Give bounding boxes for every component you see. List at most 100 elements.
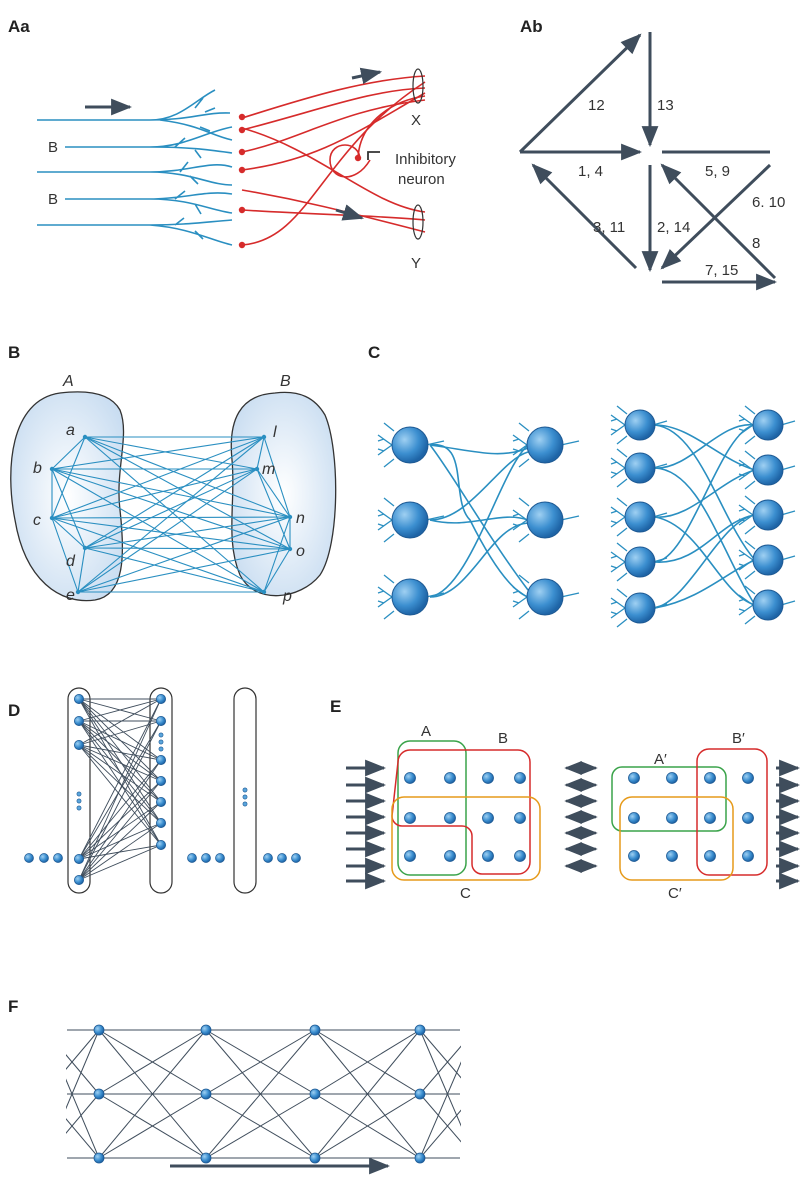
dendrite (738, 540, 756, 580)
node (261, 434, 267, 440)
assembly-b (391, 749, 531, 875)
lattice-neuron (93, 1088, 105, 1100)
edge (77, 548, 291, 593)
group-label-a: A (62, 373, 74, 390)
node (287, 514, 293, 520)
node-label-d: d (66, 553, 76, 570)
edge (256, 436, 265, 470)
dendrite (512, 497, 530, 543)
diagonal (205, 1093, 316, 1159)
dendrite (610, 542, 628, 582)
assembly-a-prime (611, 766, 727, 832)
panel-label-e: E (330, 697, 341, 716)
layer-neuron (155, 694, 166, 705)
panel-label-ab: Ab (520, 17, 543, 36)
flow-arrow-y (335, 204, 365, 221)
edge (77, 468, 258, 593)
diagonal (98, 1029, 207, 1095)
assembly-neuron (666, 772, 678, 784)
edge (263, 548, 291, 593)
synapse-line (78, 744, 162, 782)
node-label-c: c (33, 512, 41, 529)
panel-label-aa: Aa (8, 17, 30, 36)
edge-label-13: 13 (657, 97, 674, 114)
synapse-dots (238, 113, 362, 249)
dendrite (610, 405, 628, 445)
ellipsis-dot (158, 746, 164, 752)
e-arrows (346, 759, 801, 890)
panel-ab: Ab 12 13 1, 4 5, 9 6. 10 3, 11 2, 14 8 7… (518, 17, 785, 291)
edge (51, 436, 265, 470)
diagonal (314, 1029, 421, 1095)
edge (51, 436, 265, 519)
neuron (526, 426, 564, 464)
lattice-neuron (414, 1088, 426, 1100)
axon-stub (560, 440, 580, 446)
axon-terminals (149, 89, 233, 246)
synapse-line (78, 698, 162, 782)
assembly-neuron (514, 772, 526, 784)
ellipsis-dot (76, 798, 82, 804)
assembly-neuron (482, 772, 494, 784)
edge (51, 517, 86, 549)
ellipsis-dot (201, 853, 211, 863)
assembly-neuron (704, 772, 716, 784)
edge-label-5-9: 5, 9 (705, 163, 730, 180)
edge (51, 517, 79, 593)
edge (77, 547, 86, 593)
synapse-line (78, 759, 162, 881)
panel-label-d: D (8, 701, 20, 720)
edge (256, 468, 291, 550)
edge (84, 547, 265, 593)
edge (84, 547, 291, 550)
node (82, 434, 88, 440)
layer-neuron (74, 875, 85, 886)
panel-e: E A B C A′ B′ C′ (330, 697, 801, 902)
synapse-line (78, 720, 162, 761)
assembly-neuron (704, 812, 716, 824)
panel-aa: Aa (8, 17, 456, 272)
edge-label-7-15: 7, 15 (705, 262, 738, 279)
axon-stub (560, 592, 580, 598)
axon-stub (560, 515, 580, 521)
assembly-neuron (742, 772, 754, 784)
node-label-e: e (66, 587, 75, 604)
node-label-p: p (282, 588, 292, 605)
diagonal (205, 1029, 316, 1159)
layer-neuron (74, 694, 85, 705)
dendrite (738, 585, 756, 625)
edge-label-2-14: 2, 14 (657, 219, 690, 236)
dendrite (738, 450, 756, 490)
neuron (526, 578, 564, 616)
edge (51, 436, 86, 519)
cell-group-b (230, 391, 337, 597)
edge (263, 516, 291, 593)
dendrite (377, 497, 395, 543)
assembly-label-b: B (498, 730, 508, 747)
ellipsis-dot (291, 853, 301, 863)
assembly-label-b-prime: B′ (732, 730, 745, 747)
inhibitory-label-2: neuron (398, 171, 445, 188)
ellipsis-dot (53, 853, 63, 863)
dendrite (512, 422, 530, 468)
lattice-neuron (309, 1152, 321, 1164)
edge (51, 468, 265, 593)
edge (51, 517, 265, 593)
edge (51, 468, 86, 549)
assembly-neuron (514, 812, 526, 824)
lattice-neuron (309, 1024, 321, 1036)
synapse-line (78, 698, 162, 722)
synapse-line (78, 780, 162, 881)
node (287, 546, 293, 552)
edge (51, 468, 291, 518)
output-axons (241, 75, 426, 246)
node (82, 545, 88, 551)
assembly-neuron (666, 850, 678, 862)
dendrite (377, 574, 395, 620)
layer-neuron (74, 854, 85, 865)
panel-label-b: B (8, 343, 20, 362)
assembly-neuron (742, 812, 754, 824)
edge (84, 436, 291, 550)
mask-right (461, 1015, 501, 1175)
